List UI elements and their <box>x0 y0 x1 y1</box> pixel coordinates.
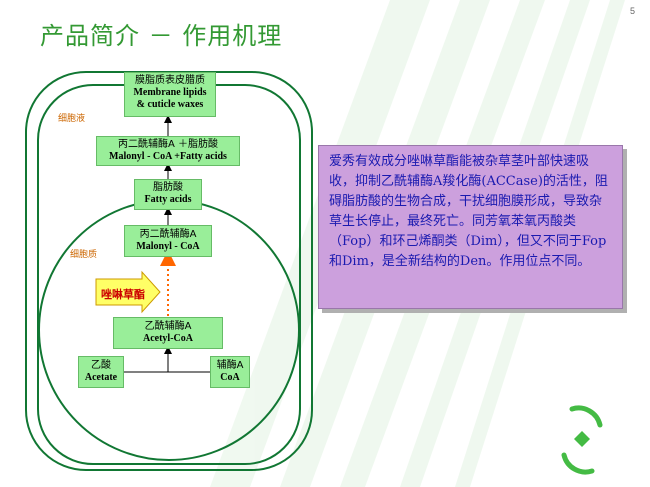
box-coa: 辅酶A CoA <box>210 356 250 388</box>
inhibitor-arrow <box>95 270 161 314</box>
label-plastid: 细胞质 <box>70 250 98 260</box>
box-malonyl-coa: 丙二酰辅酶A Malonyl - CoA <box>124 225 212 257</box>
description-box: 爱秀有效成分唑啉草酯能被杂草茎叶部快速吸收，抑制乙酰辅酶A羧化酶(ACCase)… <box>318 145 623 309</box>
page-number: 5 <box>630 6 636 16</box>
box-acetyl-coa: 乙酰辅酶A Acetyl-CoA <box>113 317 223 349</box>
inhibitor-label: 唑啉草酯 <box>101 288 145 301</box>
box-membrane-lipids: 膜脂质表皮腊质 Membrane lipids & cuticle waxes <box>124 72 216 117</box>
page-title: 产品简介 － 作用机理 <box>40 22 283 50</box>
box-acetate: 乙酸 Acetate <box>78 356 124 388</box>
box-fatty-acids: 脂肪酸 Fatty acids <box>134 179 202 210</box>
company-logo-icon <box>561 405 603 475</box>
description-text: 爱秀有效成分唑啉草酯能被杂草茎叶部快速吸收，抑制乙酰辅酶A羧化酶(ACCase)… <box>329 154 608 269</box>
box-malonyl-fatty-acids: 丙二酰辅酶A ＋脂肪酸 Malonyl - CoA +Fatty acids <box>96 136 240 166</box>
label-cytoplasm: 细胞液 <box>58 114 86 124</box>
